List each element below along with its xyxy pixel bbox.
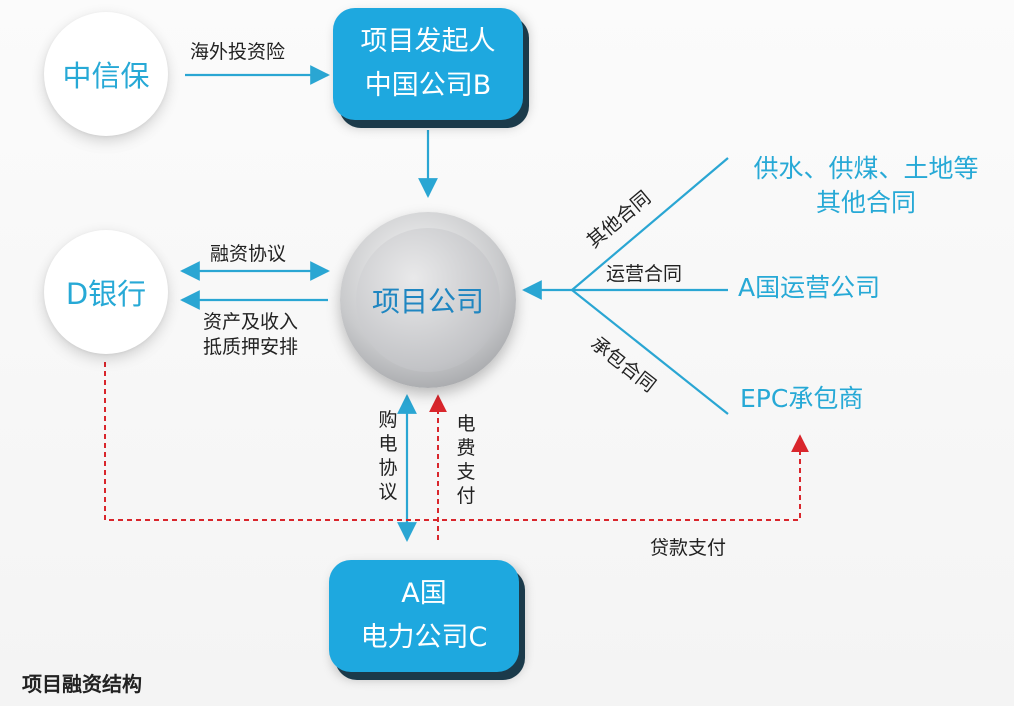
label-collateral-line2: 抵质押安排 [203,336,299,358]
label-insurance: 海外投资险 [190,41,286,63]
node-sponsor-line2: 中国公司B [364,70,492,101]
node-project-company-label: 项目公司 [371,285,484,318]
node-bank: D银行 [44,230,168,354]
label-financing-agreement: 融资协议 [210,243,287,265]
node-epc-label: EPC承包商 [740,384,864,413]
node-project-company-inner: 项目公司 [356,228,500,372]
line-epc-contract [571,289,729,415]
node-other-contracts-line1: 供水、供煤、土地等 [753,154,979,183]
node-operator: A国运营公司 [738,271,880,305]
node-project-company: 项目公司 [340,212,516,388]
line-other-contracts [571,157,729,291]
label-loan-payment: 贷款支付 [650,537,727,559]
node-sinosure: 中信保 [44,12,168,136]
node-other-contracts: 供水、供煤、土地等 其他合同 [736,152,996,220]
node-sponsor-line1: 项目发起人 [360,26,496,57]
node-operator-label: A国运营公司 [738,273,881,302]
label-ppa: 购电协议 [378,409,398,503]
node-power-company: A国 电力公司C [329,560,519,672]
label-collateral-line1: 资产及收入 [203,311,299,333]
node-sponsor: 项目发起人 中国公司B [333,8,523,120]
label-tariff-payment: 电费支付 [456,413,476,507]
node-bank-label: D银行 [65,277,147,311]
node-power-line1: A国 [401,578,447,609]
node-sinosure-label: 中信保 [62,59,150,93]
node-epc: EPC承包商 [740,382,863,416]
label-operation-contract: 运营合同 [606,263,683,285]
node-other-contracts-line2: 其他合同 [815,188,916,217]
arrow-loan-payment [104,362,809,521]
node-power-line2: 电力公司C [360,622,488,653]
diagram-caption: 项目融资结构 [22,672,142,696]
